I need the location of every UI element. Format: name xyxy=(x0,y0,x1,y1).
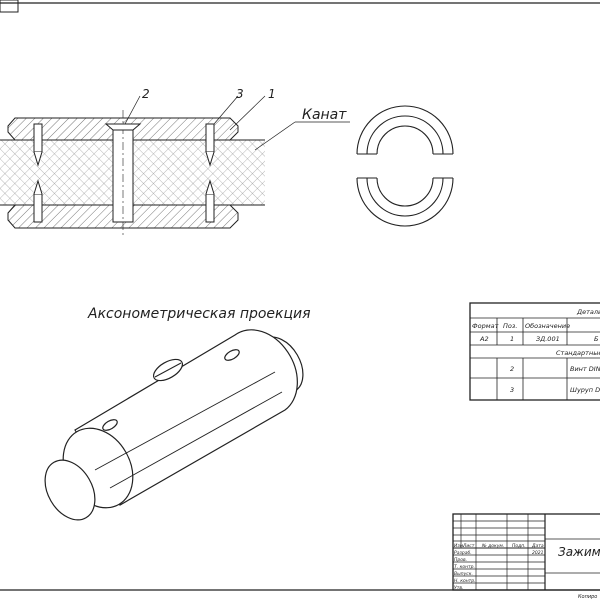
rope-label: Канат xyxy=(302,107,347,123)
tb-role: Т. контр. xyxy=(454,564,475,570)
screw-left xyxy=(33,123,43,223)
row-name: Винт DIN 9 xyxy=(570,365,600,373)
end-view xyxy=(356,105,454,227)
section-view xyxy=(0,95,350,235)
row-pos: 2 xyxy=(510,365,514,373)
section-standard: Стандартные и xyxy=(556,349,600,357)
drawing-title: Зажим к xyxy=(558,545,600,559)
detail-name: Б xyxy=(594,335,599,343)
title-block xyxy=(452,513,600,591)
leader-label-2: 2 xyxy=(142,87,150,101)
spec-table-text: Детали Формат Поз. Обозначение А2 1 ЗД.0… xyxy=(472,308,600,394)
detail-pos: 1 xyxy=(510,335,514,343)
tb-header: Изм. xyxy=(454,543,465,549)
header-format: Формат xyxy=(472,322,499,330)
tb-role: Утв. xyxy=(454,585,463,591)
row-pos: 3 xyxy=(510,386,514,394)
footer-copy: Копиро xyxy=(578,594,597,600)
axonometric-view xyxy=(44,329,304,521)
tb-header: Дата xyxy=(531,543,544,549)
tb-header: № докум. xyxy=(481,543,504,549)
tb-role: Н. контр. xyxy=(454,578,476,584)
leader-label-1: 1 xyxy=(268,87,276,101)
leader-label-3: 3 xyxy=(236,87,244,101)
axonometric-title: Аксонометрическая проекция xyxy=(87,306,311,322)
tb-role: Выпуск. xyxy=(454,571,473,577)
row-name: Шуруп DIN xyxy=(570,386,600,394)
section-details: Детали xyxy=(576,308,600,316)
tb-role: Пров. xyxy=(454,557,467,563)
title-block-text: Изм. Лист № докум. Подп. Дата 2021 Разра… xyxy=(454,543,544,591)
screw-right xyxy=(205,123,215,223)
detail-designation: ЗД.001 xyxy=(536,335,560,343)
header-designation: Обозначение xyxy=(525,322,570,330)
header-pos: Поз. xyxy=(503,322,517,330)
tb-header: Подп. xyxy=(512,543,526,549)
spec-table xyxy=(469,302,600,401)
tb-header: Лист xyxy=(462,543,475,549)
tb-date: 2021 xyxy=(532,550,544,556)
detail-format: А2 xyxy=(479,335,489,343)
tb-role: Разраб. xyxy=(454,550,472,556)
